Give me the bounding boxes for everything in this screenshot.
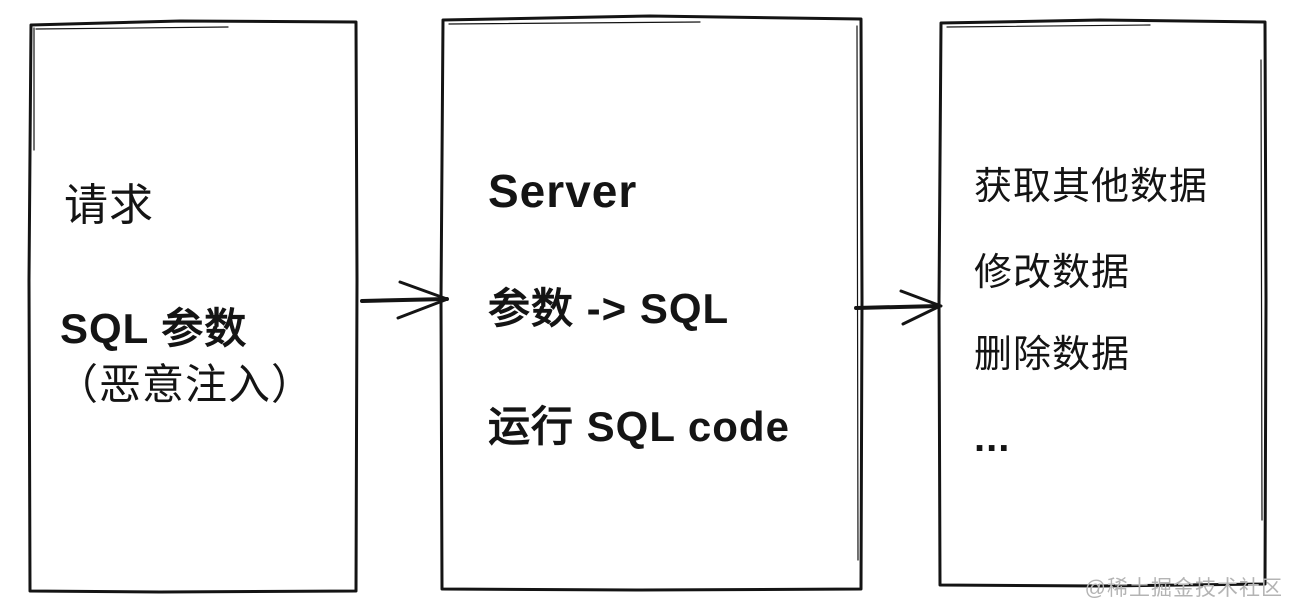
server-box-line-run-sql: 运行 SQL code [488, 403, 790, 450]
impact-box-line-fetch-data: 获取其他数据 [974, 166, 1209, 208]
box-server-outline [439, 14, 864, 592]
box-server-double-stroke [448, 21, 859, 561]
server-box-line-param-to-sql: 参数 -> SQL [488, 285, 730, 332]
box-impact-outline [937, 18, 1268, 588]
request-box-line-request: 请求 [64, 181, 154, 230]
box-impact-double-stroke [946, 24, 1263, 521]
watermark-juejin: @稀土掘金技术社区 [1084, 577, 1283, 600]
request-box-line-malicious: （恶意注入） [56, 361, 315, 408]
impact-box-line-ellipsis: ... [974, 416, 1011, 460]
request-box-line-sql-param: SQL 参数 [60, 305, 248, 352]
box-request-outline [27, 19, 359, 594]
server-box-line-server: Server [488, 165, 638, 217]
arrow-request-to-server-icon [360, 280, 449, 320]
impact-box-line-delete-data: 删除数据 [974, 334, 1131, 376]
arrow-server-to-impact-icon [854, 289, 943, 326]
box-request-double-stroke [33, 26, 229, 151]
impact-box-line-modify-data: 修改数据 [974, 252, 1131, 294]
